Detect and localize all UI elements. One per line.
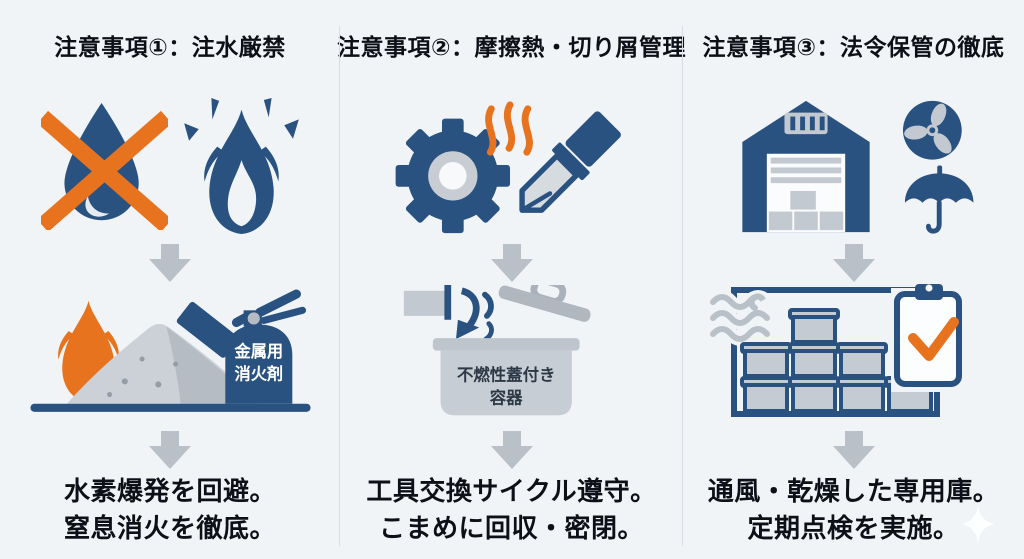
- column-title: 注意事項①：注水厳禁: [54, 34, 286, 60]
- column-title: 注意事項③：法令保管の徹底: [702, 34, 1005, 60]
- down-arrow-icon: [149, 244, 191, 282]
- caption-line: 窒息消火を徹底。: [63, 513, 276, 543]
- heat-waves-icon: [485, 100, 533, 156]
- warehouse-icon: [741, 100, 870, 233]
- ventilation-fan-icon: [902, 100, 962, 160]
- down-arrow-icon: [832, 244, 875, 282]
- caption-line: 工具交換サイクル遵守。: [366, 476, 657, 506]
- column-divider: [682, 26, 683, 546]
- caution-column-no-water: 注意事項①：注水厳禁: [0, 0, 340, 559]
- no-water-icon: [41, 102, 168, 230]
- column-caption: 通風・乾燥した専用庫。 定期点検を実施。: [708, 473, 1000, 547]
- caption-line: 定期点検を実施。: [747, 513, 960, 543]
- chip-disposal-icon: 不燃性蓋付き 容器: [403, 285, 591, 416]
- ignition-flame-icon: [184, 98, 299, 234]
- storage-inspection-icon: [708, 284, 965, 417]
- caption-line: こまめに回収・密閉。: [378, 513, 644, 543]
- extinguisher-label-line2: 消火剤: [234, 364, 283, 383]
- scoop-icon: [403, 285, 452, 320]
- umbrella-icon: [904, 165, 973, 234]
- pour-arrows-icon: [455, 287, 494, 342]
- down-arrow-icon: [490, 431, 533, 469]
- container-label-line2: 容器: [489, 389, 523, 408]
- column-caption: 水素爆発を回避。 窒息消火を徹底。: [64, 473, 276, 547]
- extinguishing-scene-row: 金属用 消火剤: [28, 285, 313, 425]
- caption-line: 通風・乾燥した専用庫。: [707, 476, 1000, 506]
- container-label-line1: 不燃性蓋付き: [457, 366, 555, 385]
- container-lid-icon: [498, 285, 591, 322]
- hazard-icons-row: [41, 96, 299, 236]
- prohibition-cross-icon: [41, 110, 168, 230]
- inspection-clipboard-icon: [890, 284, 965, 392]
- sparkle-icon: [962, 504, 994, 544]
- storage-frame: [730, 287, 940, 417]
- storage-boxes: [739, 308, 936, 413]
- checkmark-icon: [907, 317, 959, 361]
- extinguisher-label-line1: 金属用: [233, 342, 283, 361]
- flame-shape: [204, 109, 279, 234]
- storage-icons-row: [729, 96, 979, 236]
- column-caption: 工具交換サイクル遵守。 こまめに回収・密閉。: [366, 473, 656, 547]
- caution-column-legal-storage: 注意事項③：法令保管の徹底: [683, 0, 1024, 559]
- drop-highlight: [85, 195, 110, 217]
- metal-fire-extinguishing-icon: 金属用 消火剤: [29, 289, 311, 412]
- column-divider: [339, 26, 340, 546]
- ground-line: [29, 403, 311, 412]
- chip-container-row: 不燃性蓋付き 容器: [395, 285, 628, 425]
- column-title: 注意事項②：摩擦熱・切り屑管理: [337, 34, 686, 60]
- caption-line: 水素爆発を回避。: [63, 476, 276, 506]
- caution-column-friction-chips: 注意事項②：摩擦熱・切り屑管理: [337, 0, 686, 559]
- airflow-waves-icon: [708, 290, 774, 346]
- down-arrow-icon: [832, 431, 875, 469]
- friction-heat-gear-icon: [395, 100, 621, 233]
- hazard-icons-row: [395, 96, 628, 236]
- warehouse-storage-icon: [741, 100, 973, 234]
- gear-icon: [395, 118, 511, 233]
- fire-extinguisher-icon: 金属用 消火剤: [176, 289, 306, 404]
- down-arrow-icon: [149, 431, 191, 469]
- down-arrow-icon: [490, 244, 533, 282]
- chip-container-icon: 不燃性蓋付き 容器: [432, 338, 580, 416]
- cutting-tool-icon: [519, 110, 621, 213]
- inspection-storage-row: [708, 284, 999, 425]
